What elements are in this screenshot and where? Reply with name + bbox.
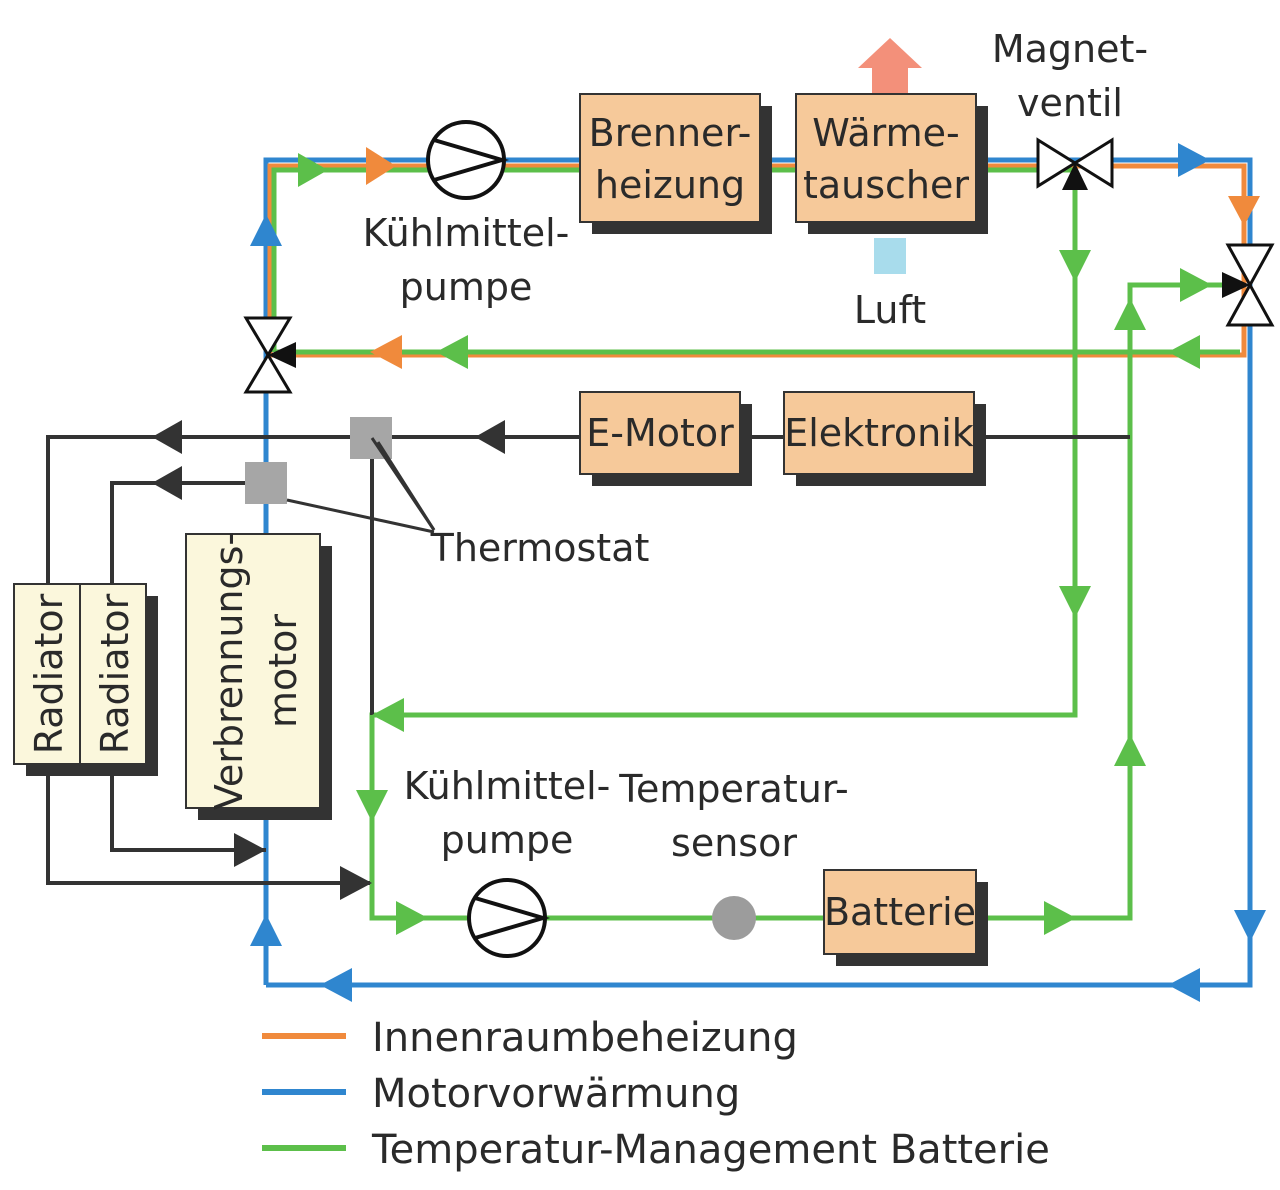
legend-label-engine: Motorvorwärmung [372,1071,740,1117]
green-arrow-right-valve [1180,268,1212,302]
blue-arrow-up-bottom [250,914,282,946]
green-arrow-right-bottom [396,901,428,935]
sensor-icon [712,896,756,940]
thermostat-label: Thermostat [430,526,650,570]
waermetauscher-box: Wärme- tauscher [795,93,988,234]
verbrennungsmotor-box: Verbrennungs- motor [185,532,332,820]
luft-label: Luft [854,288,926,332]
black-arrow-right-1 [234,833,266,867]
kuehlmittelpumpe-bottom-label-1: Kühlmittel- [404,764,611,808]
legend-label-heating: Innenraumbeheizung [372,1015,798,1061]
elektronik-label: Elektronik [784,411,974,455]
blue-arrow-right [1178,143,1210,177]
orange-arrow-right [366,147,396,185]
thermostat-leader-lines [286,437,436,534]
verbrennungsmotor-label-2: motor [261,614,305,728]
waermetauscher-label-1: Wärme- [812,111,960,155]
radiator-1-label: Radiator [27,593,71,754]
valve-icon [243,316,296,394]
green-arrow-up-2 [1114,298,1146,330]
kuehlmittelpumpe-bottom-label-2: pumpe [441,818,574,862]
green-arrow-down-2 [1059,586,1091,618]
pump-icon [426,120,510,200]
blue-arrow-left-2 [320,968,352,1002]
thermostat-icon [245,462,287,504]
radiator-box: Radiator Radiator [13,583,158,776]
green-arrow-down-3 [356,790,388,822]
green-arrow-right [298,153,328,187]
verbrennungsmotor-label-1: Verbrennungs- [207,532,251,810]
green-arrow-left-right [1168,335,1200,369]
radiator-2-label: Radiator [93,593,137,754]
waermetauscher-label-2: tauscher [803,163,969,207]
magnetventil-label-1: Magnet- [992,27,1148,71]
orange-arrow-down [1228,196,1260,226]
green-arrow-left [436,335,468,369]
brennerheizung-box: Brenner- heizung [579,93,772,234]
arrow-up-icon [858,38,922,94]
brennerheizung-label-1: Brenner- [589,111,752,155]
brennerheizung-label-2: heizung [595,163,745,207]
blue-arrow-left-1 [1168,968,1200,1002]
green-arrow-left-mid [372,698,404,732]
legend-label-battery: Temperatur-Management Batterie [371,1127,1050,1173]
e-motor-box: E-Motor [579,391,752,486]
kuehlmittelpumpe-top-label-2: pumpe [400,265,533,309]
green-valve-drop-pipe [369,170,1232,921]
green-arrow-right-battery [1044,901,1076,935]
blue-arrow-up [250,214,282,246]
black-arrow-left-3 [152,466,182,500]
green-arrow-up-1 [1114,734,1146,766]
black-arrow-left-2 [152,420,182,454]
temperatursensor-label-1: Temperatur- [618,767,848,811]
magnetventil-label-2: ventil [1017,81,1123,125]
pump-icon [467,878,551,958]
batterie-label: Batterie [824,890,976,934]
black-arrow-right-2 [340,866,372,900]
elektronik-box: Elektronik [783,391,986,486]
black-arrow-left-1 [475,420,505,454]
legend: Innenraumbeheizung Motorvorwärmung Tempe… [262,1015,1050,1173]
valve-icon [1036,137,1114,190]
air-inlet-icon [874,238,906,274]
flow-arrows [152,143,1266,1002]
green-arrow-down-1 [1059,250,1091,282]
e-motor-label: E-Motor [586,411,734,455]
temperatursensor-label-2: sensor [671,821,797,865]
batterie-box: Batterie [823,869,988,966]
kuehlmittelpumpe-top-label-1: Kühlmittel- [363,211,570,255]
blue-arrow-down [1234,910,1266,942]
valve-icon [1222,243,1275,327]
orange-arrow-left [370,335,402,369]
